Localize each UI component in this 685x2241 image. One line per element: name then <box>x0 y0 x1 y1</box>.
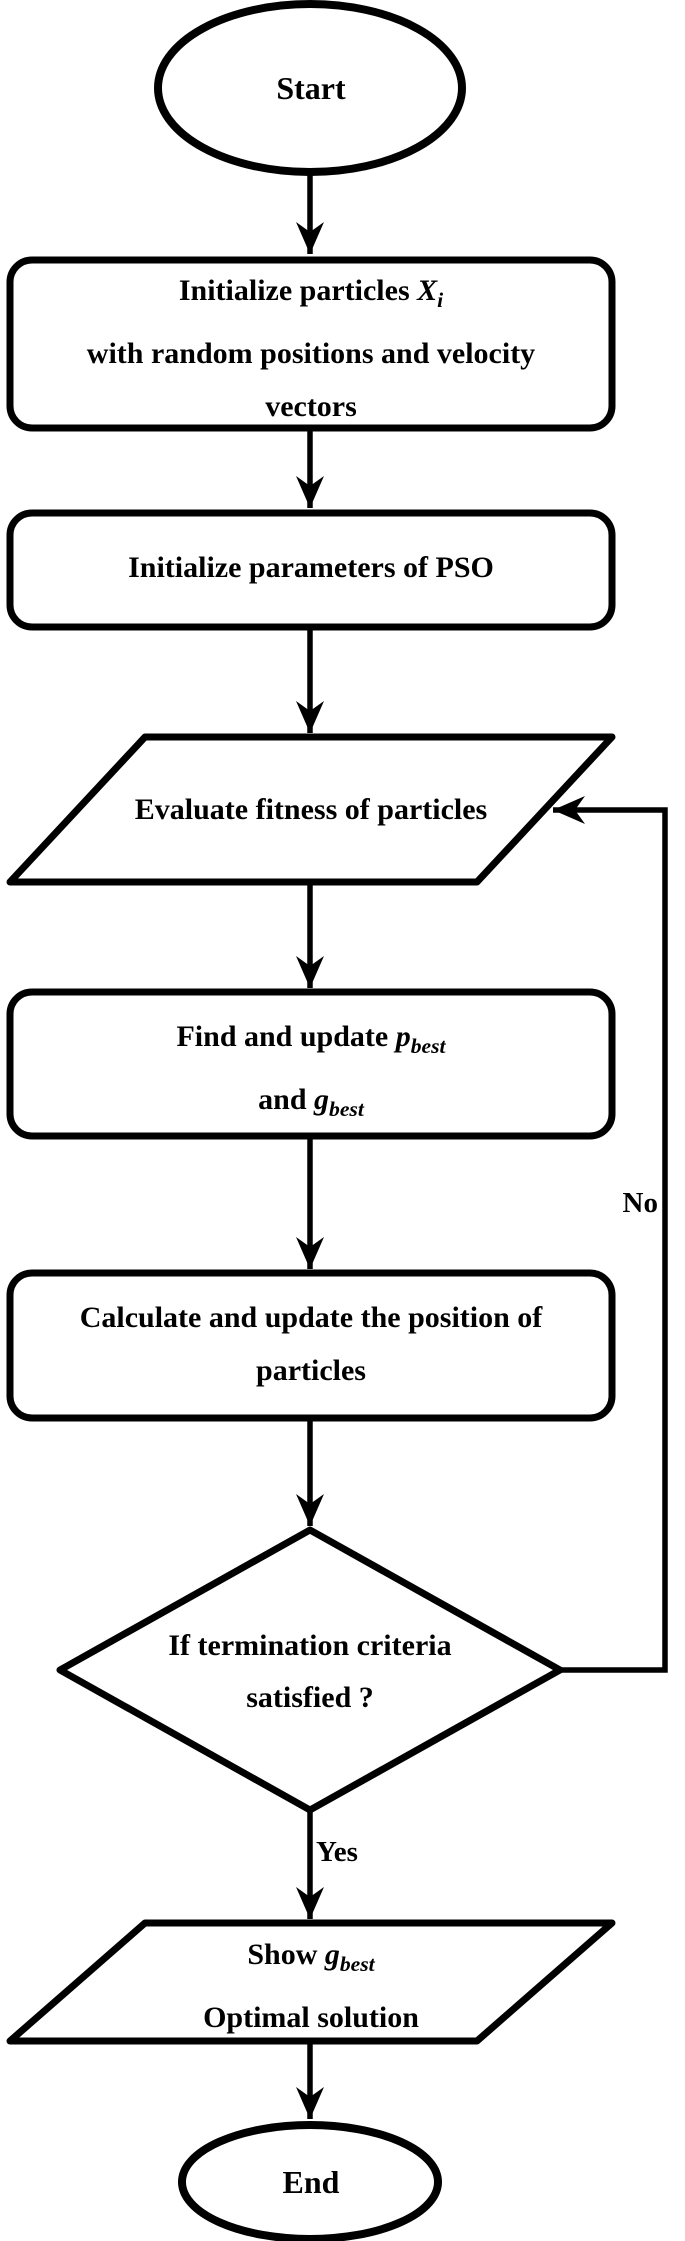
decision-diamond <box>56 1526 564 1814</box>
init-particles-label: Initialize particles Xi with random posi… <box>10 264 612 433</box>
subscript-best: best <box>410 1033 446 1058</box>
end-label: End <box>282 2164 340 2200</box>
show-result-parallelogram <box>6 1919 616 2045</box>
decision-line2: satisfied ? <box>246 1681 374 1714</box>
arrow-decision-no-loop <box>553 796 668 1673</box>
yes-edge-label: Yes <box>316 1836 358 1868</box>
show-result-label: Show gbest Optimal solution <box>10 1928 612 2044</box>
decision-label: If termination criteria satisfied ? <box>60 1620 560 1724</box>
subscript-i: i <box>437 287 444 312</box>
variable-gbest-show: g <box>324 1938 340 1971</box>
update-position-line2: particles <box>256 1354 366 1387</box>
evaluate-label: Evaluate fitness of particles <box>134 793 488 826</box>
subscript-best-show: best <box>339 1951 375 1976</box>
update-best-line2: and gbest <box>258 1082 364 1121</box>
variable-x: X <box>417 274 438 307</box>
decision-line1: If termination criteria <box>168 1629 452 1662</box>
no-edge-label: No <box>622 1187 658 1219</box>
update-position-box <box>6 1269 616 1422</box>
init-params-box <box>6 509 616 631</box>
show-result-line1: Show gbest <box>247 1938 375 1976</box>
init-params-label: Initialize parameters of PSO <box>128 551 494 584</box>
update-position-label: Calculate and update the position of par… <box>10 1291 612 1397</box>
evaluate-parallelogram <box>6 733 616 886</box>
init-particles-line1: Initialize particles Xi <box>178 274 444 312</box>
update-position-line1: Calculate and update the position of <box>79 1301 543 1334</box>
init-particles-line2: with random positions and velocity <box>86 336 536 370</box>
variable-gbest: g <box>314 1082 330 1116</box>
subscript-best-2: best <box>329 1096 364 1121</box>
init-particles-line3: vectors <box>265 389 357 423</box>
show-result-line2: Optimal solution <box>203 2000 419 2034</box>
end-ellipse <box>178 2121 442 2241</box>
update-best-box <box>6 988 616 1140</box>
update-best-label: Find and update pbest and gbest <box>10 1010 612 1136</box>
init-particles-box <box>6 256 616 432</box>
update-best-line1: Find and update pbest <box>176 1020 446 1058</box>
start-label: Start <box>276 70 346 106</box>
variable-pbest: p <box>395 1020 411 1053</box>
start-ellipse <box>154 0 466 176</box>
